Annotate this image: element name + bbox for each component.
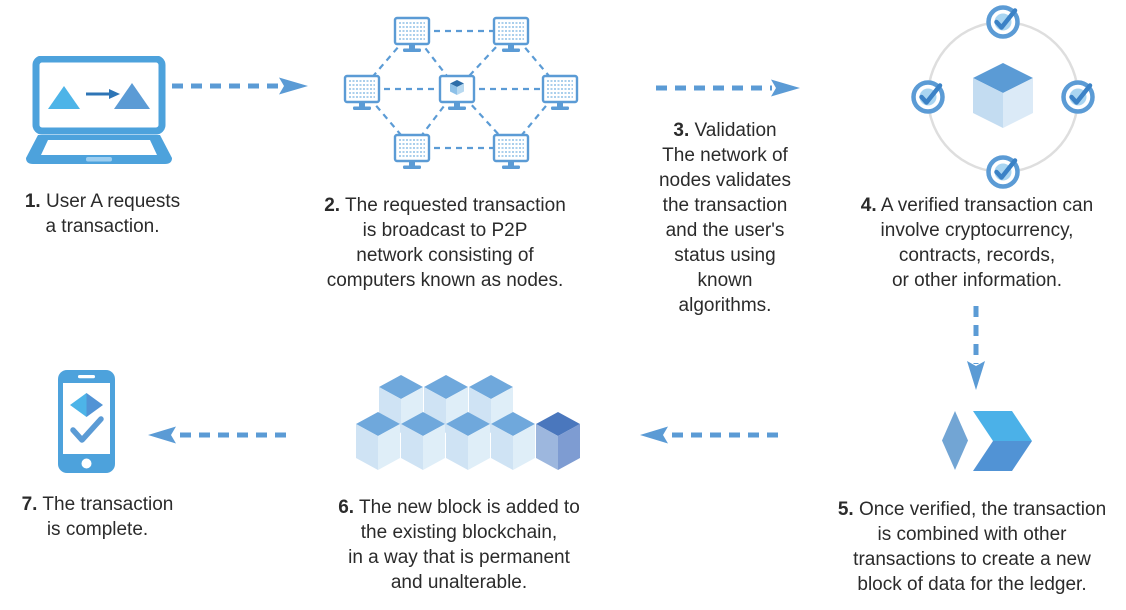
step-number: 6. xyxy=(338,497,355,518)
arrow-step6-to-step7 xyxy=(148,426,290,444)
caption-line: The network of xyxy=(662,145,788,166)
confirmed-diamond-icon xyxy=(70,393,103,417)
complete-check-icon xyxy=(70,416,104,443)
block-cube-icon xyxy=(973,63,1033,128)
step-7-caption: 7. The transaction is complete. xyxy=(5,492,190,542)
chain-cubes xyxy=(356,375,535,470)
p2p-network-icon xyxy=(343,16,579,171)
receive-triangle-icon xyxy=(114,83,150,109)
caption-line: 7. The transaction xyxy=(5,492,190,517)
caption-text: The requested transaction xyxy=(345,195,566,216)
caption-line: 4. A verified transaction can xyxy=(828,193,1126,218)
send-triangle-icon xyxy=(48,86,80,109)
step-3-caption: 3. Validation The network of nodes valid… xyxy=(645,118,805,318)
caption-line: a transaction. xyxy=(45,216,160,237)
smartphone-icon xyxy=(58,370,115,473)
step-number: 7. xyxy=(21,494,38,515)
verified-transaction-icon xyxy=(900,5,1106,189)
caption-line: the existing blockchain, xyxy=(360,522,558,543)
phone-speaker xyxy=(78,375,95,379)
caption-line: is complete. xyxy=(46,519,149,540)
step-6-caption: 6. The new block is added to the existin… xyxy=(298,495,620,595)
caption-line: or other information. xyxy=(891,270,1063,291)
caption-line: block of data for the ledger. xyxy=(857,574,1087,595)
new-block-icon xyxy=(942,411,1032,471)
block-chevron-icon xyxy=(973,411,1032,471)
caption-line: 2. The requested transaction xyxy=(280,193,610,218)
caption-text: Validation xyxy=(694,120,777,141)
transaction-diamond-icon xyxy=(942,411,968,470)
central-node-with-block-icon xyxy=(438,74,476,112)
caption-text: A verified transaction can xyxy=(880,195,1094,216)
caption-text: The transaction xyxy=(42,494,174,515)
step-2-caption: 2. The requested transaction is broadcas… xyxy=(280,193,610,293)
caption-text: Once verified, the transaction xyxy=(859,499,1107,520)
caption-line: and the user's xyxy=(665,220,785,241)
caption-text: The new block is added to xyxy=(359,497,580,518)
caption-line: and unalterable. xyxy=(390,572,528,593)
step-number: 1. xyxy=(24,191,41,212)
caption-line: 5. Once verified, the transaction xyxy=(818,497,1126,522)
caption-line: 6. The new block is added to xyxy=(298,495,620,520)
step-number: 4. xyxy=(860,195,877,216)
caption-line: known xyxy=(697,270,753,291)
arrow-step5-to-step6 xyxy=(640,426,782,444)
step-number: 5. xyxy=(837,499,854,520)
transfer-arrow-icon xyxy=(86,89,120,99)
caption-line: transactions to create a new xyxy=(853,549,1091,570)
step-4-caption: 4. A verified transaction can involve cr… xyxy=(828,193,1126,293)
caption-line: algorithms. xyxy=(678,295,772,316)
arrow-step2-to-step4 xyxy=(656,79,800,97)
caption-line: network consisting of xyxy=(356,245,534,266)
step-5-caption: 5. Once verified, the transaction is com… xyxy=(818,497,1126,597)
blockchain-icon xyxy=(356,375,580,470)
caption-line: status using xyxy=(674,245,776,266)
caption-text: User A requests xyxy=(46,191,181,212)
caption-line: computers known as nodes. xyxy=(326,270,564,291)
caption-line: the transaction xyxy=(662,195,788,216)
caption-line: is combined with other xyxy=(877,524,1067,545)
step-1-caption: 1. User A requests a transaction. xyxy=(0,189,205,239)
laptop-transaction-icon xyxy=(26,56,172,164)
arrow-step1-to-step2 xyxy=(172,77,308,95)
caption-line: in a way that is permanent xyxy=(348,547,570,568)
caption-line: 3. Validation xyxy=(645,118,805,143)
caption-line: involve cryptocurrency, xyxy=(880,220,1074,241)
step-number: 2. xyxy=(324,195,341,216)
caption-line: nodes validates xyxy=(658,170,792,191)
step-number: 3. xyxy=(673,120,690,141)
caption-line: is broadcast to P2P xyxy=(362,220,528,241)
new-dark-cube xyxy=(536,412,580,470)
phone-home-button xyxy=(81,458,92,469)
arrow-step4-to-step5 xyxy=(967,306,985,390)
caption-line: contracts, records, xyxy=(898,245,1056,266)
caption-line: 1. User A requests xyxy=(0,189,205,214)
